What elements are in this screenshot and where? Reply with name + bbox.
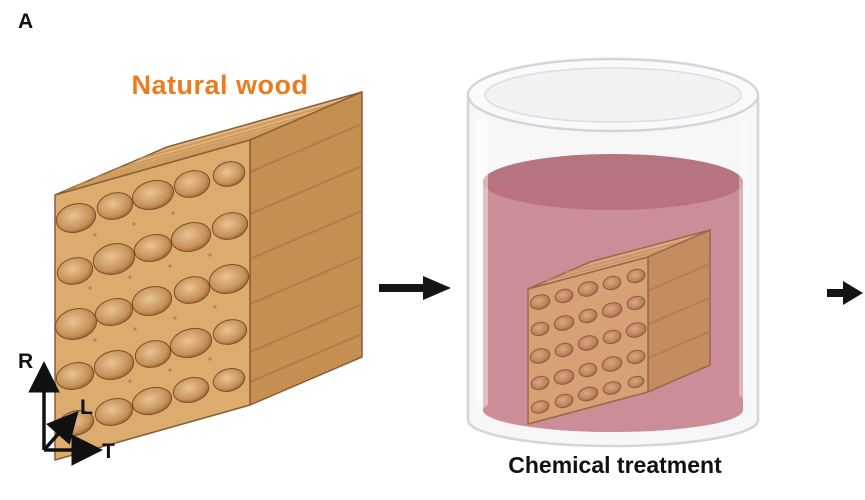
wood-axes-icon bbox=[28, 361, 103, 466]
process-arrow-2-icon bbox=[827, 281, 863, 305]
submerged-wood-pores bbox=[529, 268, 647, 414]
glass-highlight-left bbox=[475, 118, 488, 408]
beaker-rim-inner bbox=[484, 67, 742, 123]
chemical-liquid-surface bbox=[483, 154, 743, 210]
side-grain-lines bbox=[249, 123, 363, 383]
wood-pores bbox=[54, 161, 250, 436]
top-grain-lines bbox=[64, 103, 335, 192]
axis-l-arrow bbox=[42, 410, 79, 452]
liquid-tint-overlay bbox=[483, 182, 743, 432]
wood-specks bbox=[88, 211, 217, 383]
natural-wood-label: Natural wood bbox=[131, 70, 309, 100]
panel-letter: A bbox=[18, 10, 34, 33]
glass-highlight-right bbox=[739, 118, 749, 398]
chemical-treatment-label: Chemical treatment bbox=[508, 452, 722, 478]
cube-front-face-cross-section bbox=[54, 139, 251, 461]
natural-wood-cube bbox=[54, 90, 363, 461]
cube-side-face bbox=[249, 90, 363, 407]
process-arrow-1-icon bbox=[379, 276, 451, 300]
axis-t-label: T bbox=[102, 440, 115, 463]
submerged-wood-cube bbox=[527, 228, 711, 425]
axis-r-label: R bbox=[18, 350, 34, 373]
beaker bbox=[466, 57, 760, 448]
axis-l-label: L bbox=[80, 396, 93, 419]
